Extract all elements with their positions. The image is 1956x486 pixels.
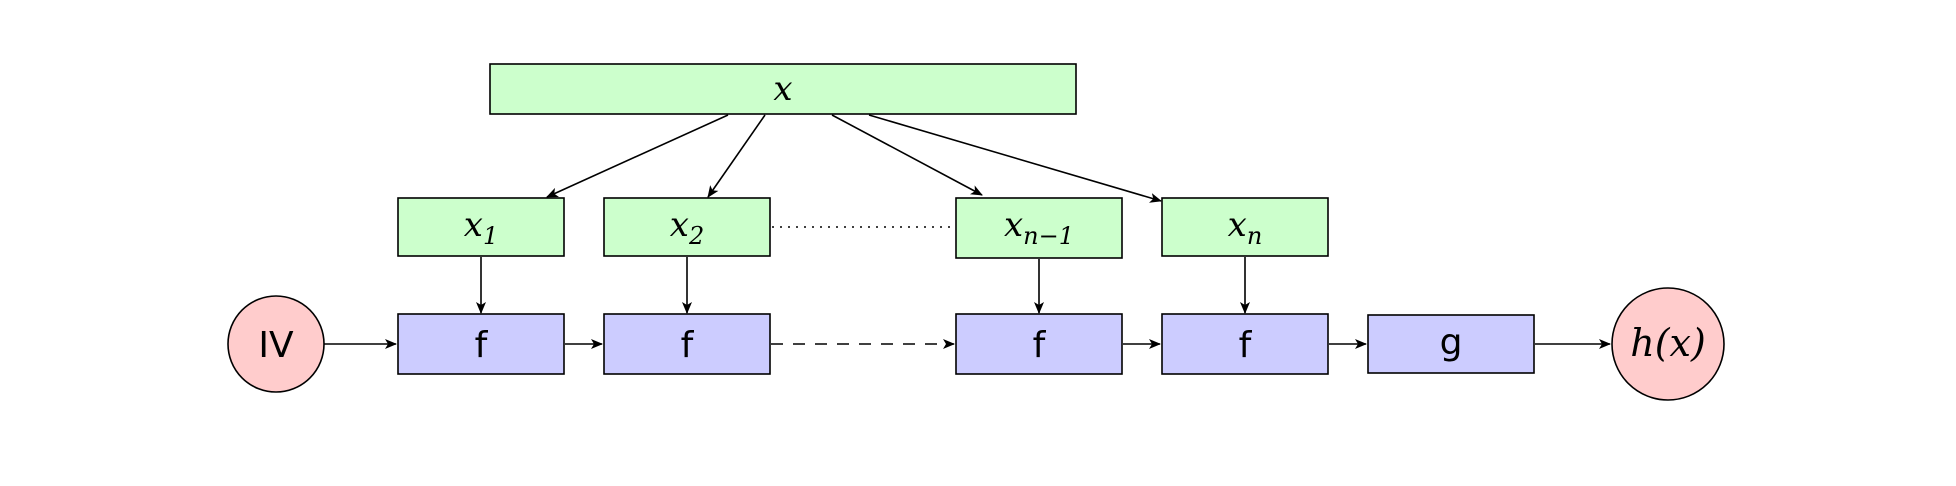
function-block-1: f (397, 313, 565, 375)
split-sub-3: n−1 (1023, 222, 1074, 250)
svg-text:x1: x1 (464, 205, 498, 250)
down-arrows (476, 257, 1250, 314)
function-label-1: f (475, 325, 489, 366)
split-sub-1: 1 (483, 222, 498, 250)
input-label: x (773, 69, 792, 109)
split-sub-4: n (1247, 222, 1262, 250)
svg-text:x2: x2 (670, 205, 704, 250)
split-block-2: x2 (603, 197, 771, 257)
iv-node: IV (227, 295, 325, 393)
function-label-2: f (681, 325, 695, 366)
arrow-x-to-x2 (707, 114, 766, 198)
svg-text:xn: xn (1228, 205, 1263, 250)
output-node: h(x) (1611, 287, 1725, 401)
function-block-2: f (603, 313, 771, 375)
function-label-4: f (1239, 325, 1253, 366)
output-label: h(x) (1630, 321, 1706, 365)
split-base-2: x (670, 205, 689, 245)
split-arrows (546, 114, 1162, 203)
function-block-3: f (955, 313, 1123, 375)
input-block: x (489, 63, 1077, 115)
split-block-1: x1 (397, 197, 565, 257)
split-block-4: xn (1161, 197, 1329, 257)
arrow-x-to-xn-1 (831, 114, 983, 196)
split-base-3: x (1004, 205, 1023, 245)
split-base-4: x (1228, 205, 1247, 245)
finalization-block: g (1367, 314, 1535, 374)
function-block-4: f (1161, 313, 1329, 375)
function-label-3: f (1033, 325, 1047, 366)
iv-label: IV (258, 325, 294, 366)
finalization-label: g (1440, 322, 1463, 363)
arrow-x-to-x1 (546, 114, 729, 198)
split-sub-2: 2 (688, 222, 704, 250)
split-base-1: x (464, 205, 483, 245)
svg-text:xn−1: xn−1 (1004, 205, 1074, 250)
split-block-3: xn−1 (955, 197, 1123, 259)
arrow-x-to-xn (868, 114, 1162, 203)
